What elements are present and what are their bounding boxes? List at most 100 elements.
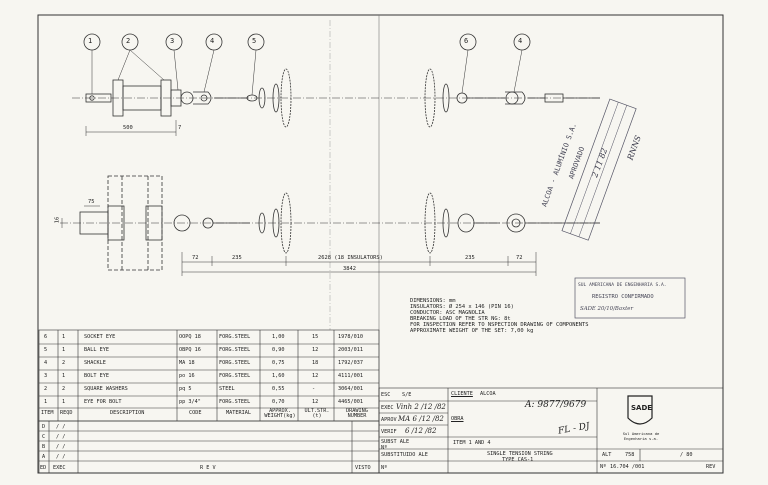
note-line: APPROXIMATE WEIGHT OF THE SET: 7,00 kg [410, 328, 534, 334]
bom-cell: 18 [312, 359, 319, 366]
bom-cell: 1 [62, 372, 66, 379]
revision-marks: / / [56, 444, 66, 450]
bom-cell: MA 18 [179, 359, 195, 366]
bom-header-ultstr: ULT.STR. (t) [304, 408, 330, 419]
dimension-72-right-label: 72 [516, 255, 523, 261]
bom-cell: FORG.STEEL [219, 398, 251, 405]
alt-label: ALT [602, 452, 612, 458]
bom-cell: FORG.STEEL [219, 372, 251, 379]
bom-cell: 1 [62, 346, 66, 353]
bom-cell: 1 [62, 398, 66, 405]
revision-marks: / / [56, 424, 66, 430]
bom-cell: 1792/037 [338, 359, 363, 366]
dimension-235-right-label: 235 [465, 255, 475, 261]
revision-ed-label: ED [40, 465, 47, 471]
esc-value: S/E [402, 392, 412, 398]
dimension-3842-label: 3842 [343, 266, 356, 272]
exec-value: Vinh 2 /12 /82 [396, 403, 446, 411]
bom-header-item: ITEM [41, 410, 54, 416]
subst-label: SUBST ALE [381, 439, 410, 445]
substituido-number-label: Nº [381, 465, 388, 471]
bom-cell: pq 5 [179, 385, 192, 392]
bom-cell: 1,00 [272, 334, 285, 340]
bom-cell: 6 [44, 334, 48, 340]
bom-header-description: DESCRIPTION [110, 410, 145, 416]
bom-cell: FORG.STEEL [219, 346, 251, 353]
balloon-6: 6 [464, 37, 469, 45]
drawing-title-line2: TYPE CAS-1 [502, 457, 534, 463]
bom-cell: 4 [44, 359, 48, 366]
balloon-1: 1 [88, 37, 93, 45]
bom-cell: 2 [62, 385, 66, 392]
bom-cell: pp 3/4" [179, 398, 201, 405]
bom-cell: 0,55 [272, 385, 285, 392]
dimension-16-label: 16 [54, 216, 61, 224]
verif-value: 6 /12 /82 [405, 427, 437, 435]
revision-row-a: A [42, 454, 46, 460]
bom-cell: 15 [312, 334, 319, 340]
bom-cell: 1978/010 [338, 334, 363, 340]
rev-label: REV [706, 464, 716, 470]
balloon-leaders [91, 49, 523, 96]
sade-stamp-box [574, 277, 686, 319]
bom-cell: - [312, 385, 316, 392]
bom-cell: SQUARE WASHERS [84, 385, 128, 392]
revision-grid [38, 420, 380, 474]
substituido-label: SUBSTITUIDO ALE [381, 452, 428, 458]
sade-stamp-text: REGISTRO CONFIRMADO [592, 294, 654, 300]
obra-value: A: 9877/9679 [525, 400, 587, 410]
top-view [72, 68, 600, 128]
esc-label: ESC [381, 392, 391, 398]
revision-row-c: C [42, 434, 46, 440]
obra-label: OBRA [451, 416, 464, 422]
balloon-3: 3 [170, 37, 175, 45]
note-line: INSULATORS: Ø 254 x 146 (PIN 16) [410, 304, 514, 310]
bom-cell: 2003/011 [338, 346, 363, 353]
bom-cell: 2 [62, 359, 66, 366]
sade-logo-mark [627, 395, 653, 425]
drawing-title-line1: SINGLE TENSION STRING [487, 451, 553, 457]
bom-header-drawing: DRAWING NUMBER [346, 408, 368, 419]
front-view [60, 175, 600, 271]
front-dimension-lines [61, 205, 537, 276]
cliente-value: ALCOA [480, 391, 496, 397]
bom-cell: 3064/001 [338, 385, 363, 392]
balloon-4-right: 4 [518, 37, 523, 45]
balloon-4: 4 [210, 37, 215, 45]
bom-cell: 0,70 [272, 398, 285, 405]
dimension-72-left-label: 72 [192, 255, 199, 261]
bom-cell: 0,75 [272, 359, 285, 366]
drawing-number-value: 16.704 /001 [610, 464, 645, 470]
bom-header-material: MATERIAL [226, 410, 251, 416]
dimension-7-label: 7 [178, 125, 182, 131]
bom-cell: SHACKLE [84, 359, 106, 366]
bom-cell: 12 [312, 346, 319, 353]
dimension-75-label: 75 [88, 199, 95, 205]
note-line: BREAKING LOAD OF THE STR NG: 8t [410, 316, 511, 322]
bom-cell: 4111/001 [338, 372, 363, 379]
balloon-2: 2 [126, 37, 131, 45]
bom-cell: 0,90 [272, 346, 285, 353]
general-notes: DIMENSIONS: mm INSULATORS: Ø 254 x 146 (… [410, 298, 589, 334]
bom-cell: 1 [62, 334, 66, 340]
bom-header-reqd: REQD [60, 410, 73, 416]
drawing-number-label: Nº [600, 464, 607, 470]
bom-header-code: CODE [189, 410, 202, 416]
verif-label: VERIF [381, 429, 397, 435]
bom-cell: 4465/001 [338, 398, 363, 405]
bom-cell: EYE FOR BOLT [84, 398, 122, 405]
alt-sheet: / 80 [680, 452, 693, 458]
bom-cell: 12 [312, 372, 319, 379]
note-line: FOR INSPECTION REFER TO NSPECTION DRAWIN… [410, 322, 589, 328]
revision-marks: / / [56, 454, 66, 460]
subst-number-label: Nº [381, 445, 388, 451]
title-block-grid [378, 387, 724, 474]
bom-cell: 1,60 [272, 372, 285, 379]
alcoa-stamp [561, 98, 637, 241]
item-reference: ITEM 1 AND 4 [453, 440, 491, 446]
company-logo-text: SADE [631, 404, 653, 412]
bom-cell: STEEL [219, 385, 235, 392]
bom-cell: OBPQ 16 [179, 346, 201, 353]
bom-cell: 5 [44, 346, 48, 353]
